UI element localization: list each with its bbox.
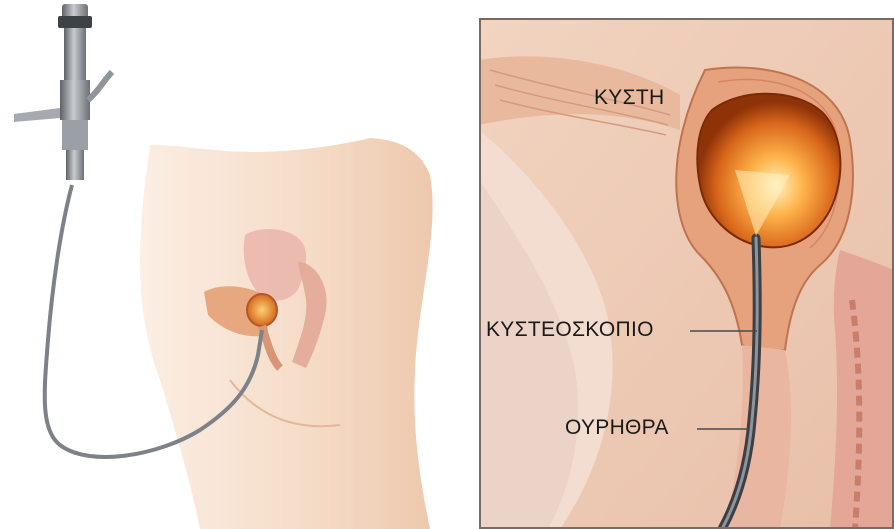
label-urethra: ΟΥΡΗΘΡΑ: [565, 416, 669, 440]
label-cystoscope: ΚΥΣΤΕΟΣΚΟΠΙΟ: [486, 318, 654, 342]
body-silhouette: [140, 138, 433, 529]
cystoscope-instrument: [14, 4, 112, 180]
zoom-panel: [479, 18, 894, 529]
label-bladder: ΚΥΣΤΗ: [594, 86, 665, 110]
bladder-small: [247, 294, 277, 326]
